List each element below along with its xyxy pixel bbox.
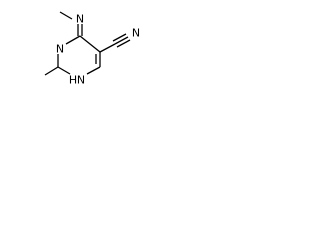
atom-ring-n-top: N xyxy=(56,43,64,56)
bond-triple-1 xyxy=(114,36,129,45)
structure-canvas: N N H N N xyxy=(0,0,166,109)
atom-n-methylamino: N xyxy=(76,13,84,26)
atom-labels: N N H N N xyxy=(56,13,140,87)
bond-triple-3 xyxy=(116,39,131,48)
atom-nitrile-n: N xyxy=(132,27,140,40)
bond-methyl-n xyxy=(59,11,73,20)
bond-c4-n3 xyxy=(65,35,81,45)
bond-n1-c6 xyxy=(86,66,101,75)
bond-c2-methyl xyxy=(44,66,59,76)
chemical-structure: N N H N N xyxy=(44,11,140,87)
atom-ring-n-bottom: N xyxy=(77,74,85,87)
atom-ring-n-bottom-h: H xyxy=(69,74,77,87)
bonds xyxy=(44,11,131,76)
bond-c2-n1 xyxy=(57,66,71,75)
bond-triple-2 xyxy=(112,33,127,42)
bond-c5-c4 xyxy=(79,35,101,53)
bond-c5-cn xyxy=(99,43,116,53)
